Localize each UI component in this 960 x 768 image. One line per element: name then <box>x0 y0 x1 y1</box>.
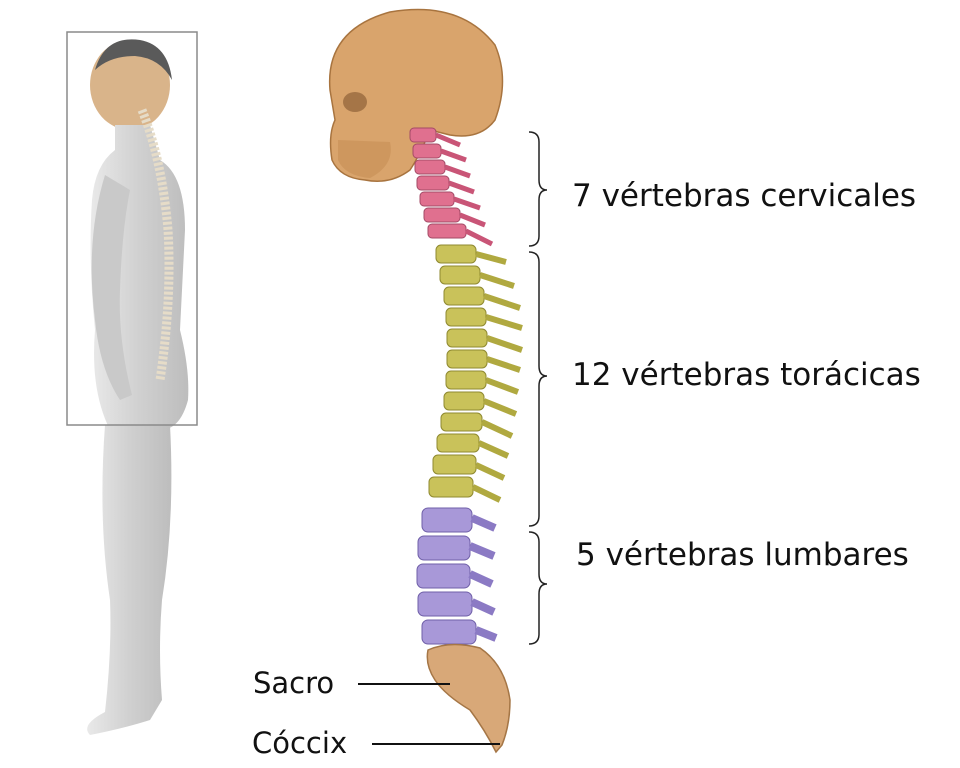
lumbar-vertebra <box>421 619 477 645</box>
thoracic-vertebra <box>432 454 477 475</box>
sacrum <box>426 643 511 754</box>
coccyx-label: Cóccix <box>252 726 348 760</box>
thoracic-vertebra <box>439 265 481 285</box>
lumbar-bracket <box>528 531 548 645</box>
skull-jaw <box>338 140 391 178</box>
skull-eye-socket <box>343 92 367 112</box>
thoracic-vertebra <box>443 286 485 306</box>
thoracic-vertebra <box>428 476 474 498</box>
skull <box>328 8 504 182</box>
lumbar-label: 5 vértebras lumbares <box>576 537 909 573</box>
cervical-processes <box>435 132 494 247</box>
cervical-vertebra <box>423 207 461 223</box>
thoracic-vertebra <box>445 307 487 327</box>
lumbar-vertebra <box>416 563 471 589</box>
cervical-vertebra <box>412 143 442 159</box>
lumbar-vertebrae <box>416 507 498 645</box>
cervical-vertebra <box>427 223 467 239</box>
zoom-frame <box>66 31 198 426</box>
thoracic-label: 12 vértebras torácicas <box>572 357 921 393</box>
cervical-vertebra <box>416 175 450 191</box>
lumbar-processes <box>468 514 498 642</box>
thoracic-vertebra <box>445 370 487 390</box>
cervical-label: 7 vértebras cervicales <box>572 178 917 214</box>
section-brackets <box>528 131 548 645</box>
lumbar-vertebra <box>417 591 473 617</box>
lumbar-vertebra <box>417 535 471 561</box>
body-head <box>90 40 170 130</box>
body-legs <box>87 425 172 735</box>
cervical-vertebra <box>414 159 446 175</box>
thoracic-processes <box>471 251 523 503</box>
thoracic-bracket <box>528 251 548 527</box>
thoracic-vertebra <box>446 349 488 369</box>
thoracic-vertebra <box>443 391 485 411</box>
spine-column <box>328 8 523 754</box>
sacrum-label: Sacro <box>253 666 335 700</box>
body-hair <box>95 39 172 80</box>
lumbar-vertebra <box>421 507 473 533</box>
thoracic-vertebra <box>440 412 483 432</box>
human-body-figure <box>66 31 198 735</box>
thoracic-vertebra <box>436 433 480 453</box>
thoracic-vertebra <box>435 244 477 264</box>
body-arm <box>91 175 132 400</box>
cervical-vertebrae <box>409 127 494 247</box>
cervical-vertebra <box>419 191 455 207</box>
thoracic-vertebrae <box>428 244 523 503</box>
cervical-bracket <box>528 131 548 247</box>
thoracic-vertebra <box>446 328 488 348</box>
body-spine <box>137 108 174 381</box>
cervical-vertebra <box>409 127 437 143</box>
